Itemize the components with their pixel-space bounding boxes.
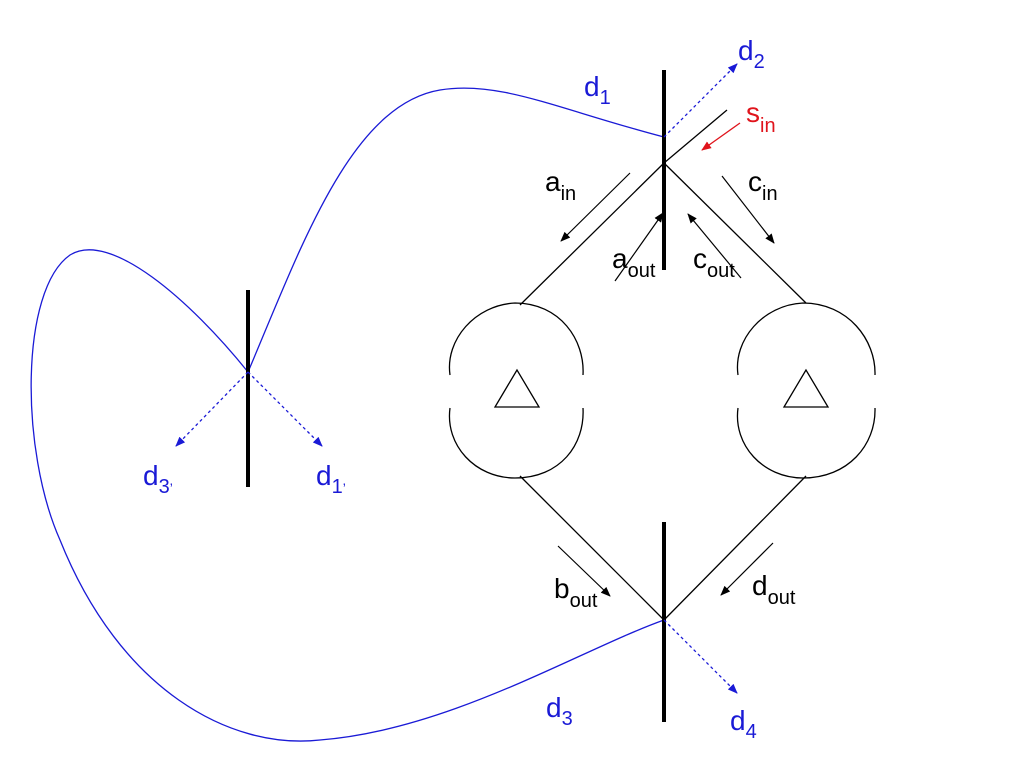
triangle-icon xyxy=(782,368,830,408)
label-d1prime: d1’ xyxy=(316,460,346,498)
right-amplifier xyxy=(736,302,876,479)
arrow-a-in xyxy=(560,172,631,242)
label-b-out: bout xyxy=(554,573,598,612)
label-a-in: ain xyxy=(545,166,576,205)
fiber-loop-upper xyxy=(247,87,665,373)
label-d2: d2 xyxy=(738,35,765,73)
label-d3: d3 xyxy=(546,692,573,730)
dashed-arrow-d1prime xyxy=(247,371,323,447)
label-s-in: sin xyxy=(746,97,776,137)
arrow-d-out xyxy=(720,542,774,596)
input-arrow-s-in xyxy=(701,122,741,151)
label-d-out: dout xyxy=(752,570,796,609)
fiber-loop-lower xyxy=(30,249,665,742)
label-d4: d4 xyxy=(730,705,757,743)
dashed-arrow-d3prime xyxy=(175,371,249,447)
label-c-in: cin xyxy=(748,166,778,205)
left-amplifier xyxy=(448,302,584,479)
label-d1: d1 xyxy=(584,71,611,109)
arrow-c-out xyxy=(687,213,742,279)
dashed-arrow-d2 xyxy=(663,63,738,138)
label-a-out: aout xyxy=(612,243,656,282)
input-guide-line xyxy=(663,109,728,164)
wire-top-left xyxy=(519,162,665,306)
triangle-icon xyxy=(493,368,541,408)
label-d3prime: d3’ xyxy=(143,460,173,498)
wire-top-right xyxy=(663,162,807,304)
arrow-b-out xyxy=(557,545,611,597)
arrow-c-in xyxy=(721,175,775,244)
wire-bottom-right xyxy=(663,475,807,621)
wire-bottom-left xyxy=(519,475,665,621)
label-c-out: cout xyxy=(693,243,735,282)
dashed-arrow-d4 xyxy=(663,619,738,694)
arrow-a-out xyxy=(614,212,664,282)
